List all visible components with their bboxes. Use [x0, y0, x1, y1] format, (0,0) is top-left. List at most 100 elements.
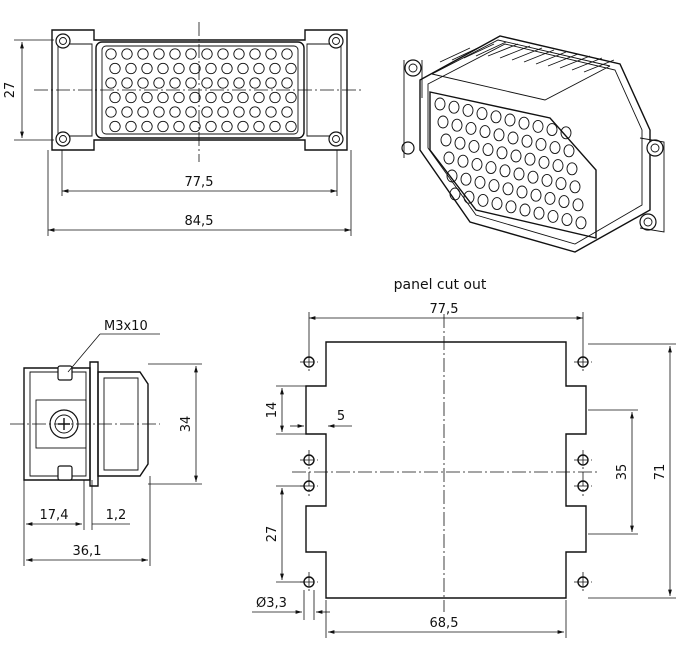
iso-contact-pin	[507, 131, 519, 145]
contact-pin	[205, 120, 217, 133]
iso-contact-pin	[457, 154, 469, 168]
iso-contact-pin	[519, 203, 531, 217]
contact-pin	[201, 48, 213, 60]
contact-pin	[121, 106, 133, 118]
iso-contact-pin	[530, 188, 542, 202]
contact-pin	[249, 48, 261, 60]
contact-pin	[169, 77, 181, 89]
contact-pin	[173, 120, 185, 133]
contact-pin	[125, 62, 137, 75]
iso-contact-pin	[541, 173, 553, 187]
iso-contact-pin	[491, 197, 503, 211]
contact-pin	[121, 77, 133, 89]
contact-pin	[233, 48, 245, 60]
contact-pin	[189, 91, 201, 104]
iso-contact-pin	[549, 141, 561, 155]
contact-pin	[109, 91, 121, 104]
contact-pin	[137, 77, 149, 89]
contact-pin	[153, 77, 165, 89]
screw-spec-label: M3x10	[104, 319, 148, 334]
contact-pin	[237, 62, 249, 75]
iso-contact-pin	[448, 100, 460, 114]
iso-contact-pin	[499, 164, 511, 178]
contact-pin	[137, 48, 149, 60]
contact-pin	[125, 91, 137, 104]
iso-contact-pin	[546, 123, 558, 137]
iso-contact-pin	[454, 136, 466, 150]
contact-pin	[253, 62, 265, 75]
iso-contact-pin	[513, 167, 525, 181]
contact-pin	[269, 120, 281, 133]
contact-pin	[173, 62, 185, 75]
contact-pin	[249, 77, 261, 89]
contact-pin	[125, 120, 137, 133]
contact-pin-grid	[105, 48, 297, 133]
contact-pin	[281, 106, 293, 118]
iso-contact-pin	[535, 137, 547, 151]
contact-pin	[265, 77, 277, 89]
iso-contact-pin	[463, 190, 475, 204]
iso-contact-pin	[527, 170, 539, 184]
contact-pin	[169, 48, 181, 60]
contact-pin	[285, 120, 297, 133]
iso-contact-pin	[437, 115, 449, 129]
iso-contact-pin	[510, 149, 522, 163]
iso-contact-pin	[440, 133, 452, 147]
contact-pin	[105, 106, 117, 118]
contact-pin	[169, 106, 181, 118]
panel-cutout-title: panel cut out	[394, 277, 487, 293]
isometric-view	[401, 35, 665, 253]
side-view: M3x10 34 17,4 1,2 36,1	[10, 319, 202, 566]
contact-pin	[237, 91, 249, 104]
dim-cutout-lower-pitch: 27	[265, 526, 280, 543]
dim-cutout-top-width: 77,5	[430, 302, 459, 317]
contact-pin	[233, 77, 245, 89]
contact-pin	[217, 106, 229, 118]
contact-pin	[221, 91, 233, 104]
iso-contact-pin	[449, 187, 461, 201]
contact-pin	[285, 91, 297, 104]
iso-contact-pin	[555, 177, 567, 191]
iso-contact-pin	[547, 209, 559, 223]
iso-contact-pin	[471, 157, 483, 171]
contact-pin	[233, 106, 245, 118]
contact-pin	[221, 120, 233, 133]
contact-pin	[157, 91, 169, 104]
iso-contact-pin	[476, 107, 488, 121]
dim-cutout-hole-pitch: 35	[615, 464, 630, 481]
iso-contact-pin	[490, 110, 502, 124]
dim-cutout-total-height: 71	[653, 464, 668, 481]
iso-contact-pin	[443, 151, 455, 165]
contact-pin	[201, 77, 213, 89]
iso-contact-pin	[446, 169, 458, 183]
dim-cutout-hole-diameter: Ø3,3	[256, 596, 287, 611]
iso-contact-pin	[516, 185, 528, 199]
mounting-screw-icon	[401, 59, 664, 231]
contact-pin	[109, 62, 121, 75]
panel-cutout-view: panel cut out 77,5 14	[252, 277, 676, 638]
contact-pin	[185, 106, 197, 118]
contact-pin	[217, 77, 229, 89]
iso-contact-pin	[552, 159, 564, 173]
dim-side-height: 34	[179, 416, 194, 433]
iso-contact-pin	[479, 125, 491, 139]
contact-pin	[265, 48, 277, 60]
contact-pin	[285, 62, 297, 75]
iso-contact-pin	[488, 179, 500, 193]
contact-pin	[269, 62, 281, 75]
dim-side-depth-a: 17,4	[40, 508, 69, 523]
contact-pin	[253, 120, 265, 133]
contact-pin	[105, 77, 117, 89]
iso-contact-pin	[468, 139, 480, 153]
contact-pin	[141, 62, 153, 75]
iso-contact-pin	[502, 182, 514, 196]
iso-contact-pin	[563, 144, 575, 158]
iso-contact-pin	[493, 128, 505, 142]
contact-pin	[281, 77, 293, 89]
iso-contact-pin	[462, 103, 474, 117]
contact-pin	[141, 120, 153, 133]
contact-pin	[141, 91, 153, 104]
dim-front-height: 27	[3, 82, 18, 99]
contact-pin	[109, 120, 121, 133]
